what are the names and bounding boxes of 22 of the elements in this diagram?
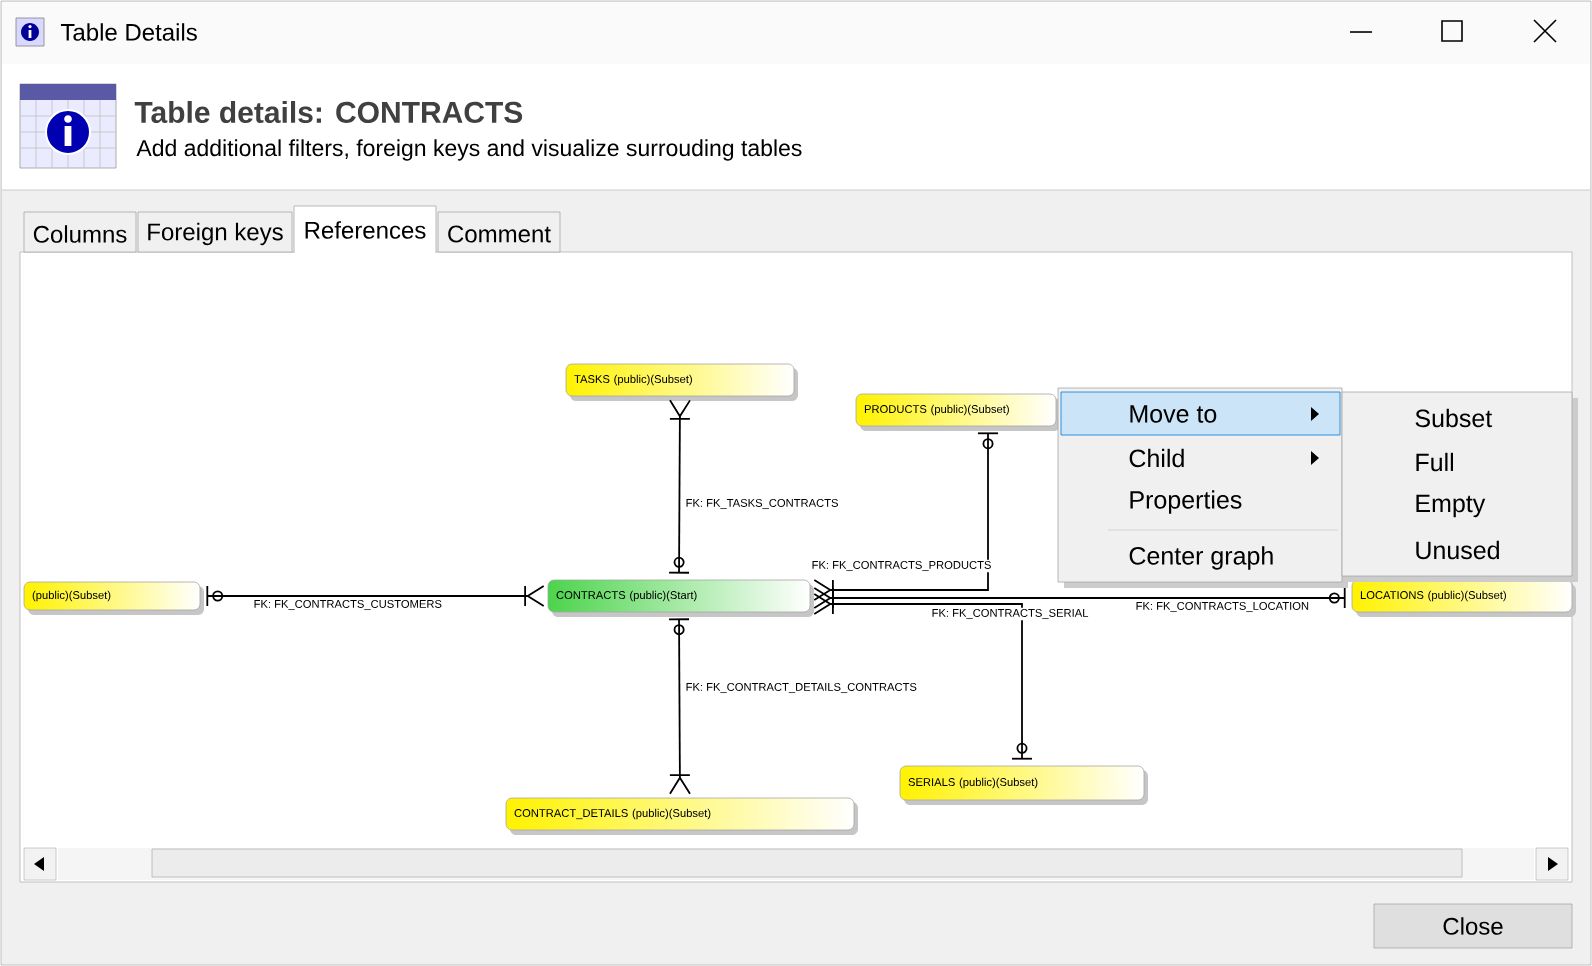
window-title: Table Details [60,23,197,41]
relationship-line [813,593,1033,760]
relationship-line [668,399,691,574]
menu-item: Full [1416,452,1453,472]
relationship-line [813,587,1346,609]
relationship-line [668,618,691,795]
menu-item: Properties [1130,490,1242,514]
tab: Comment [437,211,561,253]
heading: Table details: CONTRACTS [134,101,523,123]
menu-item: Move to [1130,405,1217,423]
relationship-line [206,585,545,607]
menu-item: Center graph [1129,546,1273,570]
menu-item: Child [1129,448,1184,468]
relationship-line [813,432,999,601]
tab: Columns [23,211,137,253]
tab: References [293,205,437,254]
tab: Foreign keys [137,211,293,253]
close-button: Close [1373,903,1573,949]
menu-item: Empty [1416,494,1486,518]
subtitle: Add additional filters, foreign keys and visualize surrouding tables [136,139,802,161]
menu-item: Unused [1416,540,1499,560]
menu-item: Subset [1415,408,1493,428]
